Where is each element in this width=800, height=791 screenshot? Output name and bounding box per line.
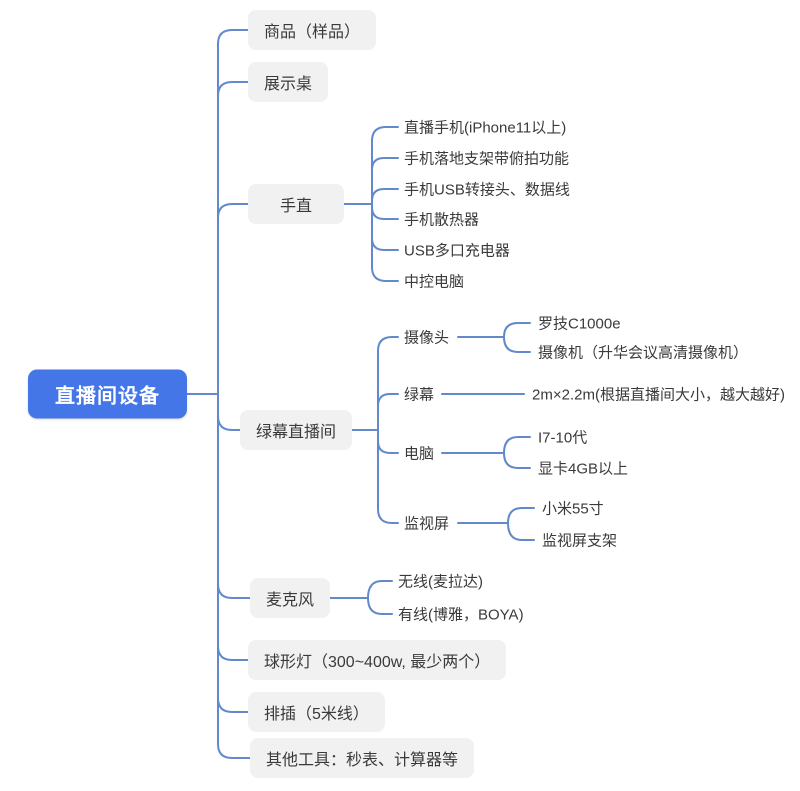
node-phone-cooler[interactable]: 手机散热器 — [404, 211, 480, 229]
node-usb-adapter-cable[interactable]: 手机USB转接头、数据线 — [404, 181, 570, 199]
node-live-phone[interactable]: 直播手机(iPhone11以上) — [404, 119, 567, 137]
node-microphone[interactable]: 麦克风 — [250, 578, 331, 618]
node-green-screen[interactable]: 绿幕 — [404, 386, 435, 404]
node-display-table[interactable]: 展示桌 — [248, 62, 329, 102]
node-computer[interactable]: 电脑 — [404, 445, 435, 463]
node-camera[interactable]: 摄像头 — [404, 329, 450, 347]
node-power-strip[interactable]: 排插（5米线） — [248, 692, 385, 732]
node-cpu-i7[interactable]: I7-10代 — [538, 429, 588, 447]
node-phone-floor-stand[interactable]: 手机落地支架带俯拍功能 — [404, 150, 570, 168]
node-xiaomi-55[interactable]: 小米55寸 — [542, 500, 604, 518]
node-phone-live[interactable]: 手直 — [248, 184, 344, 224]
node-wired-mic[interactable]: 有线(博雅，BOYA) — [398, 606, 524, 624]
node-camcorder[interactable]: 摄像机（升华会议高清摄像机） — [538, 344, 749, 362]
node-control-computer[interactable]: 中控电脑 — [404, 273, 465, 291]
node-root[interactable]: 直播间设备 — [28, 369, 187, 419]
node-green-screen-size[interactable]: 2m×2.2m(根据直播间大小，越大越好) — [532, 386, 785, 404]
node-usb-multiport-charger[interactable]: USB多口充电器 — [404, 242, 510, 260]
node-logitech-c1000e[interactable]: 罗技C1000e — [538, 315, 621, 333]
node-green-screen-room[interactable]: 绿幕直播间 — [240, 410, 352, 450]
node-other-tools[interactable]: 其他工具：秒表、计算器等 — [250, 738, 475, 778]
node-monitor-stand[interactable]: 监视屏支架 — [542, 532, 618, 550]
node-wireless-mic[interactable]: 无线(麦拉达) — [398, 573, 483, 591]
node-product-sample[interactable]: 商品（样品） — [248, 10, 377, 50]
node-monitor[interactable]: 监视屏 — [404, 515, 450, 533]
node-ball-light[interactable]: 球形灯（300~400w, 最少两个） — [248, 640, 507, 680]
node-gpu-4gb[interactable]: 显卡4GB以上 — [538, 460, 629, 478]
